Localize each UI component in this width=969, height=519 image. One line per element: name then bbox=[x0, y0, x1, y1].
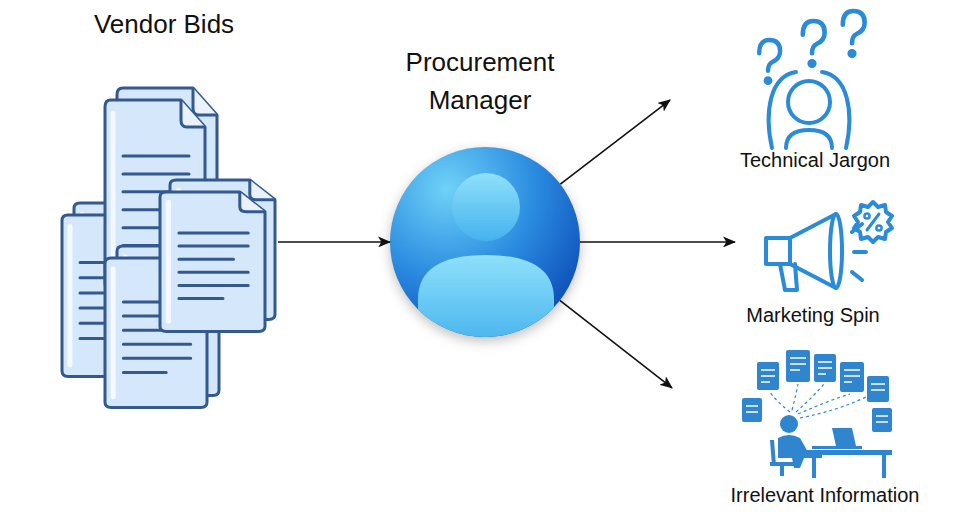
document-lines bbox=[746, 358, 888, 422]
node-label: Vendor Bids bbox=[50, 7, 278, 41]
megaphone-handle bbox=[780, 264, 797, 290]
question-mark-symbol bbox=[803, 21, 825, 66]
node-label: Technical Jargon bbox=[695, 147, 935, 173]
flow-arrow bbox=[560, 300, 672, 387]
circle-outline bbox=[390, 147, 580, 337]
avatar-head bbox=[452, 173, 520, 241]
question-mark-symbol bbox=[843, 11, 865, 56]
document-stack bbox=[62, 88, 275, 408]
document-page bbox=[160, 192, 265, 331]
person-torso bbox=[786, 130, 832, 148]
node-label: Procurement Manager bbox=[385, 43, 575, 119]
flow-arrow bbox=[560, 100, 670, 184]
node-label: Irrelevant Information bbox=[695, 482, 955, 508]
document-card bbox=[867, 376, 889, 402]
icon-node: Vendor Bids bbox=[50, 45, 278, 410]
megaphone-rim bbox=[830, 214, 842, 288]
document-card bbox=[814, 354, 836, 382]
discount-badge bbox=[854, 202, 892, 242]
icon-node: Irrelevant Information bbox=[672, 340, 965, 515]
flow-arrow bbox=[278, 241, 390, 243]
person-head bbox=[788, 81, 830, 123]
document-card bbox=[786, 350, 810, 382]
percent-symbol bbox=[876, 225, 881, 230]
chair-seat bbox=[770, 462, 794, 476]
laptop bbox=[812, 428, 862, 449]
confused-person-icon bbox=[759, 11, 864, 148]
icon-node: Marketing Spin bbox=[735, 190, 960, 335]
overloaded-worker-icon bbox=[742, 350, 892, 478]
megaphone-body bbox=[766, 214, 836, 288]
document-card bbox=[742, 398, 762, 422]
megaphone-icon bbox=[766, 202, 892, 290]
flow-arrow bbox=[580, 241, 735, 243]
floating-documents bbox=[742, 350, 892, 432]
question-mark-symbol bbox=[759, 40, 780, 83]
avatar-body bbox=[418, 255, 554, 347]
worker-figure bbox=[770, 415, 892, 478]
desk bbox=[806, 450, 892, 478]
document-card bbox=[872, 408, 892, 432]
icon-node: Technical Jargon bbox=[670, 8, 960, 180]
role-circle: Procurement Manager bbox=[390, 147, 580, 337]
document-card bbox=[840, 362, 864, 392]
document-card bbox=[757, 362, 779, 390]
person-head bbox=[780, 415, 798, 433]
thought-lines bbox=[770, 384, 868, 418]
megaphone-joint bbox=[788, 238, 792, 264]
percent-symbol bbox=[864, 213, 869, 218]
node-label: Marketing Spin bbox=[693, 302, 933, 328]
